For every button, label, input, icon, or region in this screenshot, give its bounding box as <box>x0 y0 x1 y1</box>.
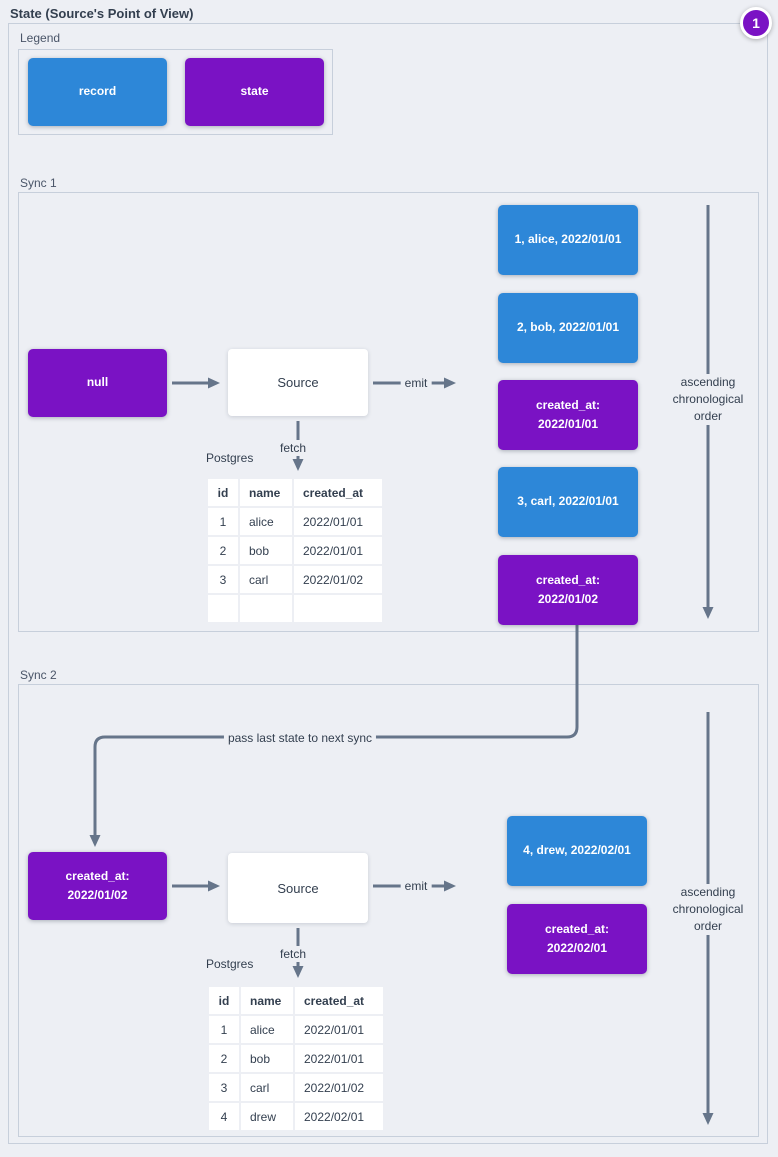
sync2-order-label: ascending chronological order <box>658 884 758 935</box>
table-cell: 2022/01/01 <box>294 537 382 564</box>
table-cell: 2022/01/02 <box>295 1074 383 1101</box>
table-cell <box>240 595 292 622</box>
table-cell: 4 <box>209 1103 239 1130</box>
state-message: created_at: 2022/01/01 <box>498 380 638 450</box>
table-cell: bob <box>240 537 292 564</box>
sync1-postgres-table: id name created_at 1 alice 2022/01/01 2 … <box>206 477 384 624</box>
sync2-fetch-label: fetch <box>275 946 311 962</box>
table-cell <box>208 595 238 622</box>
sync1-input-state-box: null <box>28 349 167 417</box>
record-message: 1, alice, 2022/01/01 <box>498 205 638 275</box>
page-title: State (Source's Point of View) <box>10 6 194 21</box>
table-cell <box>294 595 382 622</box>
step-number-badge: 1 <box>740 7 772 39</box>
table-row: 3 carl 2022/01/02 <box>209 1074 383 1101</box>
record-message: 2, bob, 2022/01/01 <box>498 293 638 363</box>
state-message: created_at: 2022/01/02 <box>498 555 638 625</box>
column-header: created_at <box>295 987 383 1014</box>
legend-frame <box>18 49 333 135</box>
sync2-emit-label: emit <box>400 878 432 894</box>
table-cell: drew <box>241 1103 293 1130</box>
table-cell: alice <box>241 1016 293 1043</box>
sync2-postgres-label: Postgres <box>206 957 254 971</box>
sync2-source-box: Source <box>228 853 368 923</box>
column-header: name <box>241 987 293 1014</box>
table-cell: 2022/01/01 <box>294 508 382 535</box>
legend-state-swatch: state <box>185 58 324 126</box>
record-message: 4, drew, 2022/02/01 <box>507 816 647 886</box>
table-cell: 1 <box>209 1016 239 1043</box>
table-cell: alice <box>240 508 292 535</box>
table-row: 4 drew 2022/02/01 <box>209 1103 383 1130</box>
column-header: created_at <box>294 479 382 506</box>
table-cell: 1 <box>208 508 238 535</box>
sync1-postgres-label: Postgres <box>206 451 254 465</box>
legend-title: Legend <box>20 31 61 45</box>
sync2-postgres-table: id name created_at 1 alice 2022/01/01 2 … <box>207 985 385 1132</box>
sync1-emit-label: emit <box>400 375 432 391</box>
state-message: created_at: 2022/02/01 <box>507 904 647 974</box>
table-cell: bob <box>241 1045 293 1072</box>
table-row: 1 alice 2022/01/01 <box>208 508 382 535</box>
column-header: name <box>240 479 292 506</box>
record-message: 3, carl, 2022/01/01 <box>498 467 638 537</box>
table-row <box>208 595 382 622</box>
sync1-title: Sync 1 <box>20 176 57 190</box>
table-cell: 2022/01/01 <box>295 1045 383 1072</box>
sync2-title: Sync 2 <box>20 668 57 682</box>
table-header-row: id name created_at <box>209 987 383 1014</box>
column-header: id <box>209 987 239 1014</box>
table-cell: carl <box>241 1074 293 1101</box>
table-cell: 3 <box>208 566 238 593</box>
column-header: id <box>208 479 238 506</box>
table-cell: 2022/01/02 <box>294 566 382 593</box>
sync1-order-label: ascending chronological order <box>658 374 758 425</box>
sync2-input-state-box: created_at: 2022/01/02 <box>28 852 167 920</box>
legend-record-swatch: record <box>28 58 167 126</box>
sync1-fetch-label: fetch <box>275 440 311 456</box>
table-cell: 2022/01/01 <box>295 1016 383 1043</box>
table-cell: 2 <box>208 537 238 564</box>
outer-frame <box>8 23 768 1144</box>
table-row: 2 bob 2022/01/01 <box>209 1045 383 1072</box>
table-row: 3 carl 2022/01/02 <box>208 566 382 593</box>
table-cell: 3 <box>209 1074 239 1101</box>
sync2-frame <box>18 684 759 1137</box>
sync1-frame <box>18 192 759 632</box>
table-cell: 2 <box>209 1045 239 1072</box>
pass-state-label: pass last state to next sync <box>223 730 377 746</box>
sync1-source-box: Source <box>228 349 368 416</box>
table-row: 2 bob 2022/01/01 <box>208 537 382 564</box>
table-header-row: id name created_at <box>208 479 382 506</box>
table-row: 1 alice 2022/01/01 <box>209 1016 383 1043</box>
table-cell: carl <box>240 566 292 593</box>
table-cell: 2022/02/01 <box>295 1103 383 1130</box>
